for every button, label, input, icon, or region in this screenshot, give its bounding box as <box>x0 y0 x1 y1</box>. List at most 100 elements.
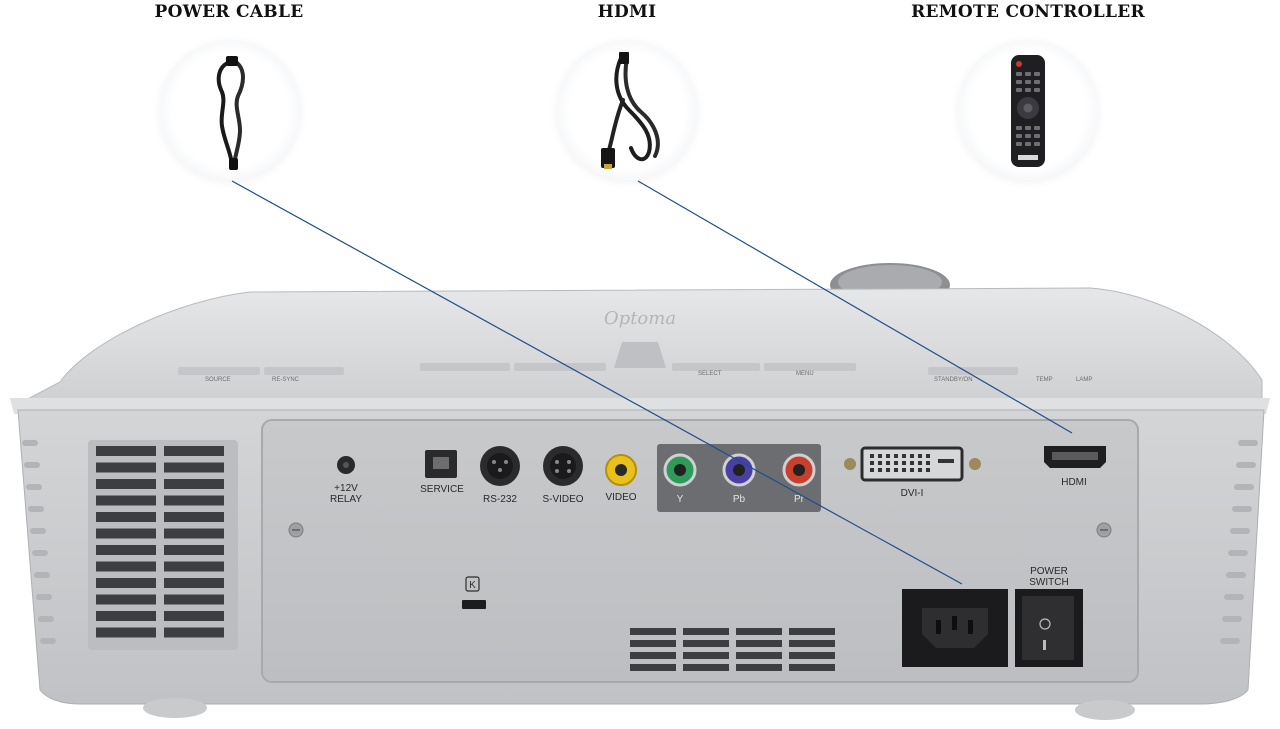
svideo-label: S-VIDEO <box>542 494 583 505</box>
vent-slot <box>96 479 156 489</box>
bottom-vent-slot <box>683 652 729 659</box>
bottom-vent-slot <box>789 628 835 635</box>
dvi-blade <box>938 459 954 463</box>
dvi-pin <box>918 454 922 458</box>
caption-hdmi: HDMI <box>597 2 657 22</box>
hdmi-label: HDMI <box>1061 477 1087 488</box>
vent-slot <box>96 462 156 473</box>
dvi-pin <box>870 468 874 472</box>
select-button[interactable] <box>672 363 760 371</box>
dvi-pin <box>870 454 874 458</box>
vent-slot <box>96 528 156 539</box>
vent-slot <box>164 561 224 572</box>
power-cable-icon <box>216 56 245 170</box>
vent-slot <box>164 512 224 522</box>
foot-left <box>143 698 207 718</box>
service-label: SERVICE <box>420 484 464 495</box>
dvi-pin <box>878 468 882 472</box>
pr-label: Pr <box>794 494 805 505</box>
dvi-pin <box>870 461 874 465</box>
lamp-label: LAMP <box>1076 377 1092 383</box>
vent-slot <box>164 594 224 605</box>
vent-slot <box>96 512 156 522</box>
up-arrow-button[interactable] <box>614 342 666 368</box>
menu-label: MENU <box>796 371 814 377</box>
bottom-vent-slot <box>683 664 729 671</box>
bottom-vent-slot <box>630 664 676 671</box>
vent-slot <box>96 446 156 456</box>
source-button[interactable] <box>178 367 260 375</box>
bottom-vent <box>630 628 835 671</box>
dvi-pin <box>926 461 930 465</box>
vent-slot <box>164 479 224 489</box>
dvi-pin <box>910 468 914 472</box>
resync-label: RE-SYNC <box>272 377 300 383</box>
bottom-vent-slot <box>630 652 676 659</box>
standby-label: STANDBY/ON <box>934 377 973 383</box>
dvi-pin <box>926 468 930 472</box>
video-label: VIDEO <box>605 492 636 503</box>
dvi-pin <box>894 468 898 472</box>
relay-label-2: RELAY <box>330 494 362 505</box>
dvi-screw-right <box>969 458 981 470</box>
side-ridges-right <box>1220 440 1258 644</box>
dvi-pin <box>910 454 914 458</box>
dvi-pin <box>894 454 898 458</box>
bottom-vent-slot <box>736 640 782 647</box>
dvi-pin <box>902 461 906 465</box>
vent-slot <box>164 611 224 621</box>
pb-label: Pb <box>733 494 746 505</box>
dvi-pin <box>910 461 914 465</box>
dvi-pin <box>886 461 890 465</box>
side-ridges-left <box>22 440 56 644</box>
bottom-vent-slot <box>630 640 676 647</box>
left-arrow-button[interactable] <box>420 363 510 371</box>
bottom-vent-slot <box>736 628 782 635</box>
top-control-panel: SOURCE RE-SYNC SELECT MENU STANDBY/ON TE… <box>178 342 1092 383</box>
standby-button[interactable] <box>928 367 1018 375</box>
temp-label: TEMP <box>1036 377 1053 383</box>
bottom-vent-slot <box>789 652 835 659</box>
vent-slot <box>96 545 156 555</box>
bottom-vent-slot <box>630 628 676 635</box>
bottom-vent-slot <box>683 640 729 647</box>
dvi-pin <box>926 454 930 458</box>
hdmi-leader-line <box>637 180 1073 434</box>
source-label: SOURCE <box>205 377 231 383</box>
dvi-pin <box>902 454 906 458</box>
bottom-vent-slot <box>683 628 729 635</box>
kensington-icon <box>465 576 480 592</box>
vent-slot <box>164 578 224 588</box>
vent-slot <box>164 528 224 539</box>
bottom-vent-slot <box>736 664 782 671</box>
brand-logo: Optoma <box>604 308 676 329</box>
vent-slot <box>96 561 156 572</box>
resync-button[interactable] <box>264 367 344 375</box>
vent-slot <box>96 594 156 605</box>
kensington-letter: K <box>469 580 476 591</box>
dvi-label: DVI-I <box>901 488 924 499</box>
vent-slot <box>164 495 224 506</box>
vent-slot <box>96 611 156 621</box>
bottom-vent-slot <box>789 640 835 647</box>
power-cable-leader-line <box>231 180 963 585</box>
left-vent <box>88 440 238 650</box>
remote-control-icon <box>1011 55 1045 167</box>
caption-power-cable: POWER CABLE <box>154 2 304 22</box>
rs232-label: RS-232 <box>483 494 517 505</box>
vent-slot <box>96 495 156 506</box>
vent-slot <box>164 446 224 456</box>
dvi-pin <box>902 468 906 472</box>
caption-remote-controller: REMOTE CONTROLLER <box>911 2 1145 22</box>
y-label: Y <box>677 494 684 505</box>
power-switch-label-1: POWER <box>1030 566 1068 577</box>
dvi-pin <box>918 461 922 465</box>
kensington-slot[interactable] <box>462 600 486 609</box>
dvi-screw-left <box>844 458 856 470</box>
right-arrow-button[interactable] <box>514 363 606 371</box>
vent-slot <box>164 545 224 555</box>
hdmi-cable-icon <box>601 52 660 169</box>
menu-button[interactable] <box>764 363 856 371</box>
remote-control-thumbnail <box>958 40 1098 180</box>
